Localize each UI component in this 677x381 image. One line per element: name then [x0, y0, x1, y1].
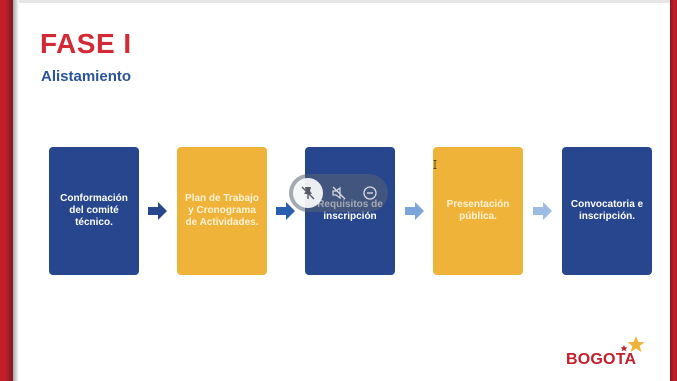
step-2-label: Plan de Trabajo y Cronograma de Activida…	[185, 193, 259, 228]
left-red-border	[0, 0, 13, 381]
unpin-button[interactable]	[293, 178, 323, 208]
minimize-icon	[363, 186, 377, 200]
step-4-label: Presentación pública.	[446, 199, 510, 222]
top-border	[19, 0, 670, 3]
text-cursor-icon	[433, 160, 437, 169]
bogota-logo: BOGOTA	[566, 334, 656, 374]
step-5-label: Convocatoria e inscripción.	[570, 199, 644, 222]
bogota-star-icon	[620, 336, 645, 352]
arrow-right-icon	[148, 202, 167, 220]
left-border-shadow	[13, 0, 19, 381]
step-4-box: Presentación pública.	[433, 147, 523, 275]
arrow-right-icon	[533, 202, 552, 220]
step-2-box: Plan de Trabajo y Cronograma de Activida…	[177, 147, 267, 275]
right-red-border	[670, 0, 677, 381]
arrow-right-icon	[276, 202, 295, 220]
step-1-box: Conformación del comité técnico.	[49, 147, 139, 275]
slide-subtitle: Alistamiento	[41, 68, 132, 85]
bogota-wordmark: BOGOTA	[566, 351, 637, 368]
slide-title: FASE I	[40, 28, 132, 59]
video-controls-overlay	[289, 174, 388, 212]
mute-icon	[332, 186, 346, 200]
minimize-button[interactable]	[355, 178, 385, 208]
step-1-label: Conformación del comité técnico.	[60, 193, 128, 228]
pin-off-icon	[301, 186, 315, 200]
arrow-right-icon	[405, 202, 424, 220]
step-5-box: Convocatoria e inscripción.	[562, 147, 652, 275]
mute-button[interactable]	[324, 178, 354, 208]
